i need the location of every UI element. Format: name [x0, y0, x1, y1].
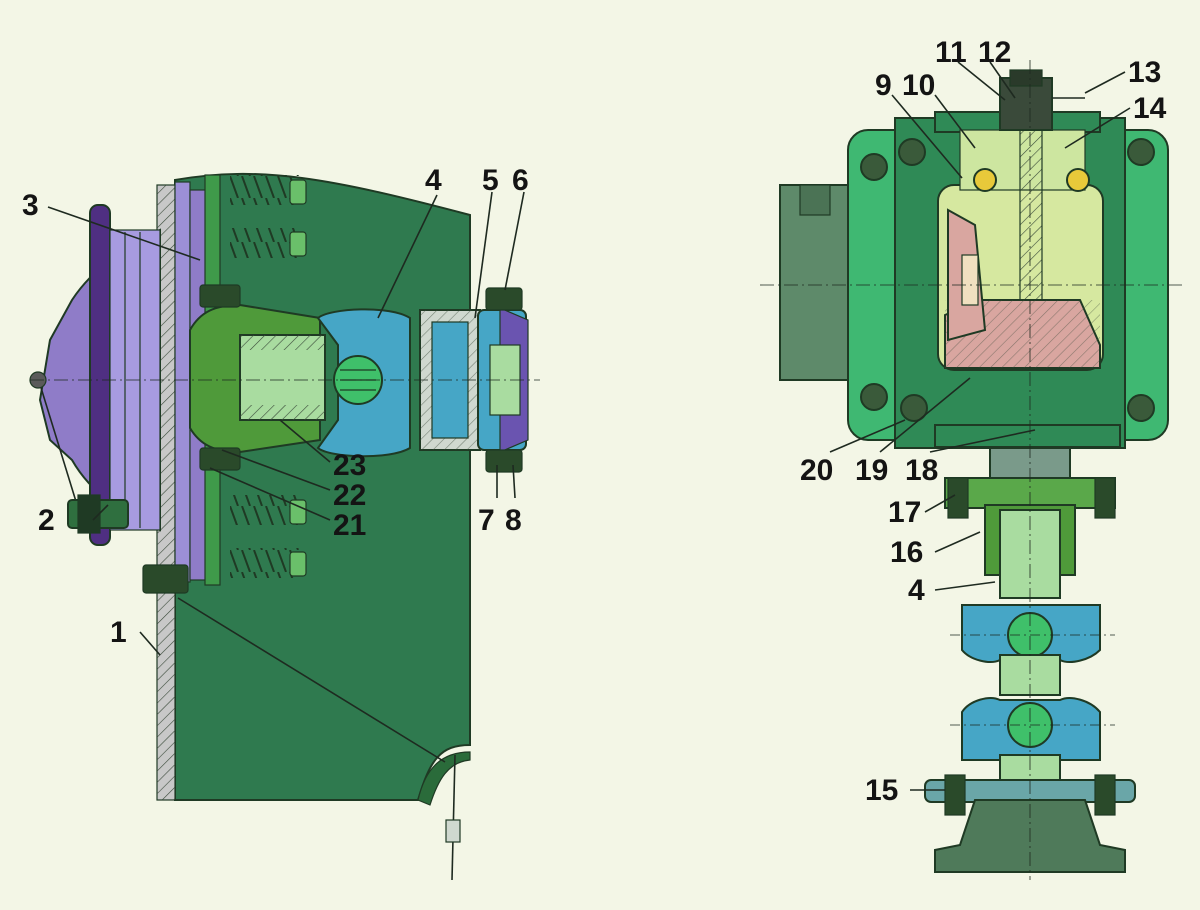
label-9: 9 [875, 69, 892, 102]
label-17: 17 [888, 496, 921, 529]
left-bolt-upper [199, 284, 241, 308]
right-view [760, 60, 1185, 880]
label-20: 20 [800, 454, 833, 487]
right-pinion-insert [961, 254, 979, 306]
right-side-block [779, 184, 861, 381]
left-view-labels: 1 2 3 4 5 6 7 8 21 22 23 [22, 164, 529, 649]
right-corner-bolt-tr [1127, 138, 1155, 166]
right-corner-bolt-br [1127, 394, 1155, 422]
left-flange-plate [174, 181, 191, 583]
label-21: 21 [333, 509, 366, 542]
left-shaft-hatch-bot [240, 405, 325, 420]
left-tension-arm [37, 377, 79, 509]
left-view [29, 172, 540, 881]
label-12: 12 [978, 36, 1011, 69]
label-5: 5 [482, 164, 499, 197]
label-10: 10 [902, 69, 935, 102]
right-bottom-cover [934, 424, 1121, 448]
right-corner-bolt-tl [860, 153, 888, 181]
left-bolt-lower [199, 447, 241, 471]
label-23: 23 [333, 449, 366, 482]
label-13: 13 [1128, 56, 1161, 89]
label-18: 18 [905, 454, 938, 487]
leader-lines [47, 61, 1131, 791]
left-frame-hatch [157, 185, 175, 800]
label-7: 7 [478, 504, 495, 537]
label-6: 6 [512, 164, 529, 197]
right-lower-bolt-r [1094, 774, 1116, 816]
right-lower-bolt-l [944, 774, 966, 816]
label-19: 19 [855, 454, 888, 487]
label-22: 22 [333, 479, 366, 512]
left-housing-foot [417, 751, 471, 806]
right-bearing-right [1066, 168, 1090, 192]
right-corner-bolt-tm [898, 138, 926, 166]
left-pulley-rim [89, 204, 111, 546]
left-bolt-2-head [77, 494, 101, 534]
left-hanging-rod [451, 754, 456, 881]
left-shaft-hatch-top [240, 335, 325, 350]
right-coupling-bolt-r [1094, 477, 1116, 519]
left-mount-bolt [142, 564, 189, 594]
right-view-labels: 9 10 11 12 13 14 15 16 17 18 19 20 4 [800, 36, 1167, 807]
right-top-fitting-cap [1009, 69, 1043, 87]
right-side-tab [799, 184, 831, 216]
label-11: 11 [935, 36, 967, 69]
label-4-left: 4 [425, 164, 442, 197]
label-8: 8 [505, 504, 522, 537]
right-bearing-left [973, 168, 997, 192]
label-1: 1 [110, 616, 127, 649]
right-top-fitting [999, 77, 1053, 131]
right-corner-bolt-bm [900, 394, 928, 422]
left-bolt-7 [485, 449, 523, 473]
label-15: 15 [865, 774, 898, 807]
left-springs [230, 175, 307, 578]
left-bolt-6 [485, 287, 523, 311]
label-16: 16 [890, 536, 923, 569]
label-14: 14 [1133, 92, 1167, 125]
label-3: 3 [22, 189, 39, 222]
left-rod-clip [445, 819, 461, 843]
label-4-right: 4 [908, 574, 925, 607]
label-2: 2 [38, 504, 55, 537]
right-corner-bolt-bl [860, 383, 888, 411]
right-coupling-bolt-l [947, 477, 969, 519]
